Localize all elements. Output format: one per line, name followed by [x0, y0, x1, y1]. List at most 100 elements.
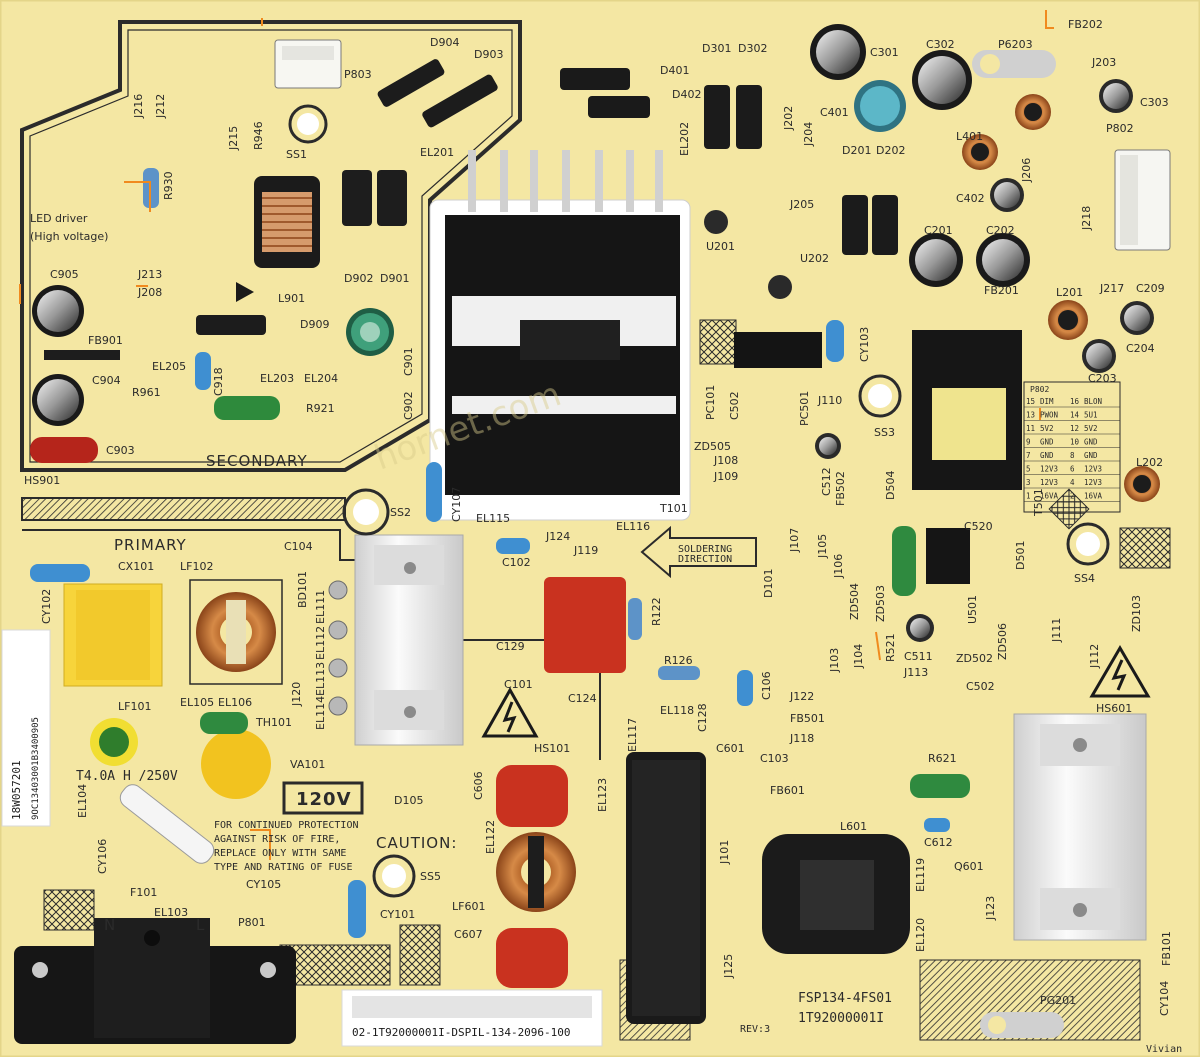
refdes-c104: C104 — [284, 540, 313, 553]
refdes-d901: D901 — [380, 272, 409, 285]
refdes-d301: D301 — [702, 42, 731, 55]
capacitor-c201 — [909, 233, 963, 287]
heatsink-hs101 — [354, 534, 464, 746]
p802-cell: 8 — [1070, 451, 1075, 460]
revision-label: REV:3 — [740, 1024, 770, 1035]
refdes-r930: R930 — [162, 171, 175, 200]
refdes-j205: J205 — [789, 198, 814, 211]
refdes-zd504: ZD504 — [848, 583, 861, 620]
standoff-ss4 — [1066, 522, 1110, 566]
led-driver-label: LED driver — [30, 212, 88, 225]
refdes-hs901: HS901 — [24, 474, 60, 487]
refdes-j215: J215 — [227, 126, 240, 151]
keepout-diamond — [1048, 488, 1090, 530]
p802-cell: 12 — [1070, 424, 1079, 433]
p802-cell: 11 — [1026, 424, 1035, 433]
refdes-c903: C903 — [106, 444, 135, 457]
refdes-fb202: FB202 — [1068, 18, 1103, 31]
refdes-r521: R521 — [884, 633, 897, 662]
refdes-el118: EL118 — [660, 704, 694, 717]
signature-label: Vivian — [1146, 1044, 1182, 1055]
transistor-u202 — [768, 275, 792, 299]
refdes-r126: R126 — [664, 654, 693, 667]
refdes-zd503: ZD503 — [874, 585, 887, 622]
capacitor-c204 — [1120, 301, 1154, 335]
p802-cell: 2 — [1070, 492, 1075, 501]
refdes-fb501: FB501 — [790, 712, 825, 725]
diode-d401 — [560, 68, 630, 90]
refdes-el203: EL203 — [260, 372, 294, 385]
refdes-j109: J109 — [713, 470, 738, 483]
refdes-d201: D201 — [842, 144, 871, 157]
refdes-cy101: CY101 — [380, 908, 415, 921]
refdes-r621: R621 — [928, 752, 957, 765]
p802-cell: 3 — [1026, 478, 1031, 487]
diode-fb901 — [44, 350, 120, 360]
refdes-c209: C209 — [1136, 282, 1165, 295]
refdes-el117: EL117 — [626, 718, 639, 752]
p802-cell: 4 — [1070, 478, 1075, 487]
caution-label: CAUTION: — [376, 834, 457, 852]
refdes-el113: EL113 — [314, 662, 327, 696]
refdes-zd103: ZD103 — [1130, 595, 1143, 632]
refdes-el106: EL106 — [218, 696, 252, 709]
refdes-ss1: SS1 — [286, 148, 307, 161]
refdes-el204: EL204 — [304, 372, 338, 385]
mains-line-label: L — [196, 916, 205, 934]
bottom-sticker-text: 02-1T92000001I-DSPIL-134-2096-100 — [352, 1026, 571, 1039]
keepout-top-left — [699, 319, 737, 365]
refdes-cy104: CY104 — [1158, 981, 1171, 1016]
protection-line-2: AGAINST RISK OF FIRE, — [214, 834, 340, 845]
refdes-hs601: HS601 — [1096, 702, 1132, 715]
inductor-l901 — [254, 176, 320, 268]
refdes-c102: C102 — [502, 556, 531, 569]
diode-d402 — [588, 96, 650, 118]
fuse-rating-label: T4.0A H /250V — [76, 769, 178, 784]
protection-line-4: TYPE AND RATING OF FUSE — [214, 862, 352, 873]
refdes-hs101: HS101 — [534, 742, 570, 755]
p802-cell: 12V3 — [1084, 478, 1102, 487]
refdes-r961: R961 — [132, 386, 161, 399]
refdes-r946: R946 — [252, 121, 265, 150]
barcode-sticker-side — [1, 629, 51, 827]
refdes-d902: D902 — [344, 272, 373, 285]
resistor-r122 — [628, 598, 642, 640]
capacitor-c904 — [32, 374, 84, 426]
refdes-l201: L201 — [1056, 286, 1083, 299]
led-driver-sublabel: (High voltage) — [30, 230, 108, 243]
ground-lug-pg201 — [980, 1012, 1064, 1038]
transistor-u201 — [704, 210, 728, 234]
p802-cell: 5 — [1026, 465, 1031, 474]
refdes-fb201: FB201 — [984, 284, 1019, 297]
pin1-marker — [236, 282, 254, 302]
refdes-j108: J108 — [713, 454, 738, 467]
refdes-cy106: CY106 — [96, 839, 109, 874]
refdes-u202: U202 — [800, 252, 829, 265]
p802-cell: 16VA — [1040, 492, 1059, 501]
p802-cell: 12V3 — [1084, 465, 1102, 474]
refdes-el119: EL119 — [914, 858, 927, 892]
p802-cell: GND — [1084, 451, 1098, 460]
refdes-j106: J106 — [832, 554, 845, 579]
refdes-t101: T101 — [659, 502, 688, 515]
refdes-el111: EL111 — [314, 590, 327, 624]
refdes-d105: D105 — [394, 794, 423, 807]
refdes-j124: J124 — [545, 530, 570, 543]
refdes-j110: J110 — [817, 394, 842, 407]
refdes-c124: C124 — [568, 692, 597, 705]
p802-cell: 16VA — [1084, 492, 1103, 501]
p802-cell: BLON — [1084, 397, 1102, 406]
refdes-j122: J122 — [789, 690, 814, 703]
refdes-c203: C203 — [1088, 372, 1117, 385]
refdes-j112: J112 — [1088, 644, 1101, 669]
refdes-j204: J204 — [802, 122, 815, 147]
ground-lug-p6203 — [972, 50, 1056, 78]
refdes-j105: J105 — [816, 534, 829, 559]
inductor-l201 — [1048, 300, 1088, 340]
refdes-zd506: ZD506 — [996, 623, 1009, 660]
refdes-c202: C202 — [986, 224, 1015, 237]
diode-d904 — [377, 59, 445, 107]
refdes-d401: D401 — [660, 64, 689, 77]
capacitor-c918 — [195, 352, 211, 390]
silkscreen-labels: LED driver (High voltage) SECONDARY PRIM… — [10, 212, 1182, 1055]
